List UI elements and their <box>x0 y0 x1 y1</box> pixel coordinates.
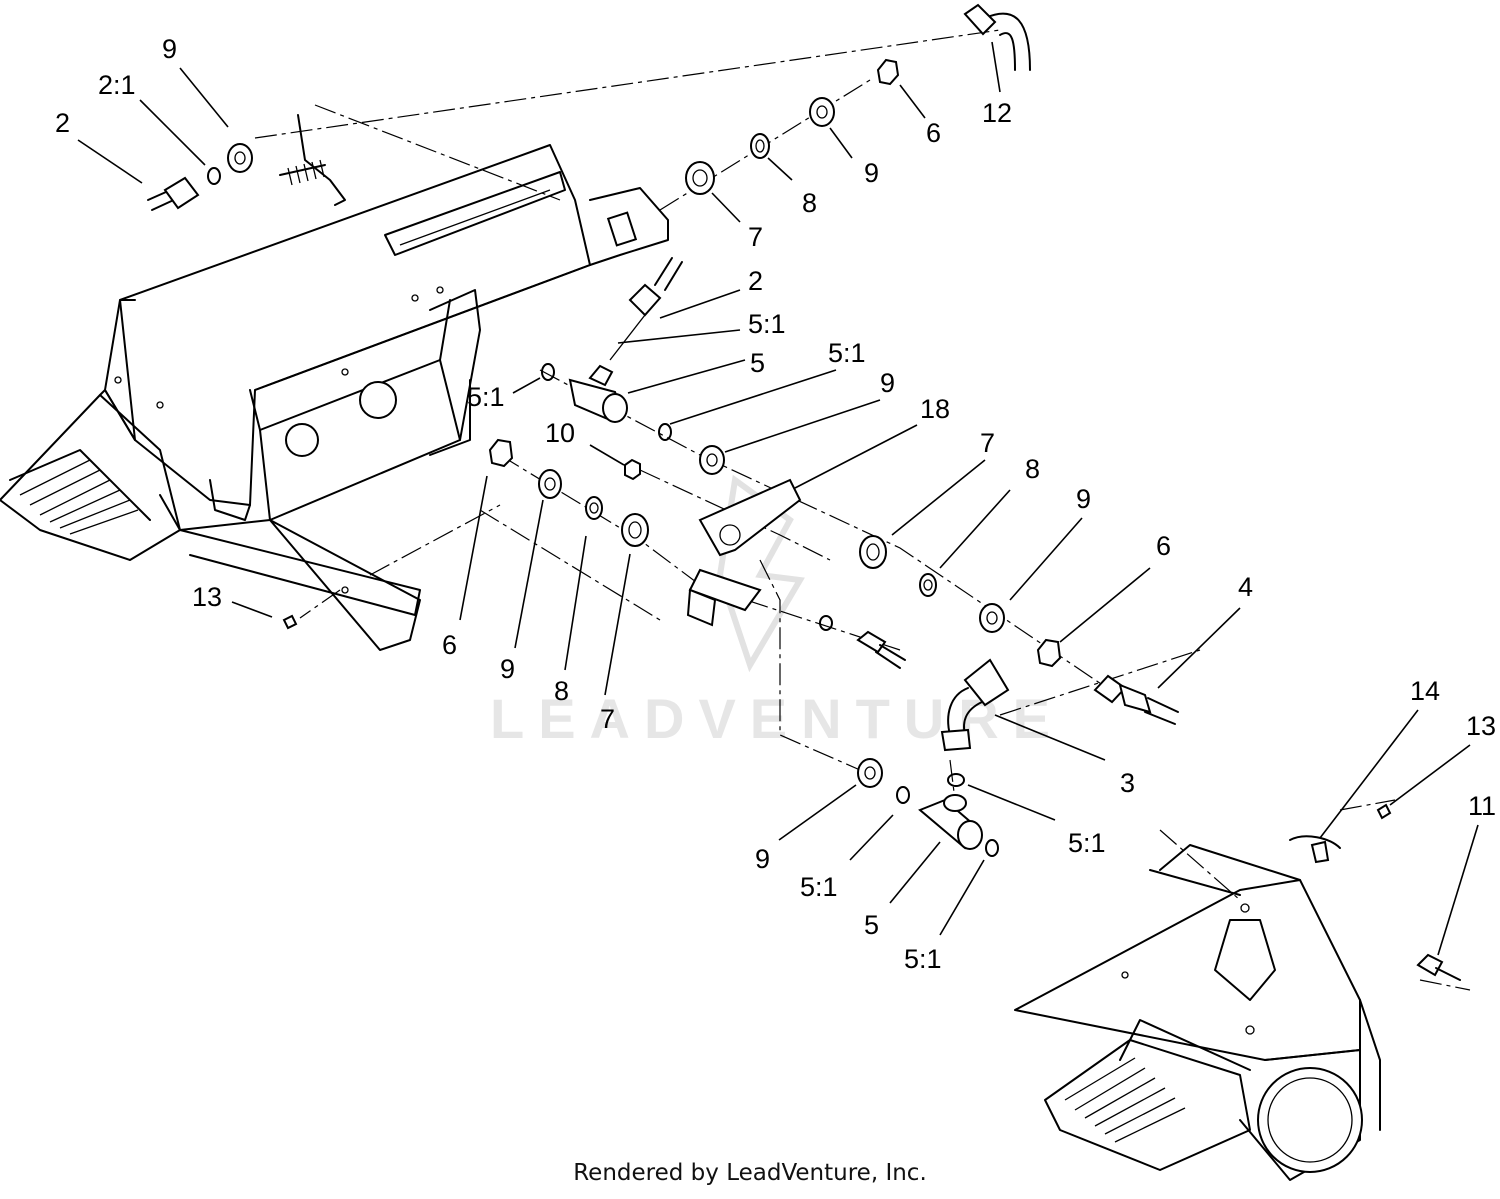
oring-5-1-left <box>541 363 555 381</box>
callout-label: 13 <box>192 582 222 612</box>
callout-label: 8 <box>554 676 569 706</box>
nut-part-10 <box>624 458 641 481</box>
bolt-part-11 <box>1416 953 1461 981</box>
oring-5-1-low-left <box>896 786 910 804</box>
nut-part-6-left <box>488 438 514 468</box>
bracket-part-18 <box>686 478 802 627</box>
callout-label: 9 <box>500 654 515 684</box>
tee-part-5-low <box>918 794 983 850</box>
callout-label: 5:1 <box>828 338 866 368</box>
callout-label: 12 <box>982 98 1012 128</box>
callout-label: 7 <box>980 428 995 458</box>
washer-9-right <box>979 603 1005 633</box>
callout-label: 5:1 <box>467 382 505 412</box>
ring-8-left <box>585 496 603 520</box>
nut-part-6-top <box>876 58 900 86</box>
bushing-7-upper <box>685 161 715 195</box>
right-frame <box>1014 844 1381 1181</box>
callout-label: 6 <box>926 118 941 148</box>
callout-label: 5:1 <box>748 309 786 339</box>
washer-9-left <box>538 469 562 499</box>
screw-part-13-right <box>1376 803 1392 820</box>
right-foot-step <box>1044 1019 1251 1171</box>
watermark-logo <box>716 474 805 673</box>
callout-label: 9 <box>1076 484 1091 514</box>
callout-label: 14 <box>1410 676 1440 706</box>
callout-label: 5 <box>750 348 765 378</box>
callout-label: 5:1 <box>800 872 838 902</box>
oring-small-center <box>819 615 833 631</box>
washer-9-top-left <box>227 143 253 173</box>
ring-8-right <box>919 573 937 597</box>
fitting-part-2-top-left <box>147 176 200 211</box>
fitting-small-center <box>856 630 906 669</box>
screw-part-13-left <box>282 614 298 630</box>
callout-label: 18 <box>920 394 950 424</box>
callout-label: 2 <box>55 108 70 138</box>
callout-label: 6 <box>1156 531 1171 561</box>
callout-label: 6 <box>442 630 457 660</box>
oring-2-1-top-left <box>207 167 221 185</box>
callout-label: 7 <box>600 704 615 734</box>
spring-clip <box>279 114 346 206</box>
callout-label: 5:1 <box>904 944 942 974</box>
washer-9-low <box>857 758 883 788</box>
oring-5-1-low-right <box>985 839 999 857</box>
bushing-7-right <box>859 535 887 569</box>
callout-label: 8 <box>802 188 817 218</box>
callout-label: 3 <box>1120 768 1135 798</box>
callout-labels: 9 2:1 2 12 6 9 8 7 2 5:1 5 5:1 5:1 9 18 … <box>55 34 1496 974</box>
left-strap <box>179 529 421 616</box>
callout-label: 2 <box>748 266 763 296</box>
fitting-part-2-mid <box>609 257 683 361</box>
washer-9-mid <box>699 445 725 475</box>
callout-label: 4 <box>1238 572 1253 602</box>
clamp-part-14 <box>1289 835 1341 864</box>
callout-label: 9 <box>864 158 879 188</box>
washer-9-upper <box>809 97 835 127</box>
callout-label: 9 <box>755 844 770 874</box>
callout-label: 13 <box>1466 711 1496 741</box>
callout-label: 11 <box>1468 791 1496 821</box>
callout-label: 10 <box>545 418 575 448</box>
bushing-7-left <box>621 513 649 547</box>
ring-8-upper <box>750 133 770 159</box>
nut-part-6-right <box>1036 638 1062 668</box>
callout-label: 5 <box>864 910 879 940</box>
main-frame <box>104 144 669 651</box>
left-foot-step <box>0 389 181 561</box>
callout-label: 7 <box>748 222 763 252</box>
callout-label: 8 <box>1025 454 1040 484</box>
callout-label: 9 <box>880 368 895 398</box>
tee-part-5-mid <box>568 364 628 423</box>
oring-5-1-mid <box>658 423 672 441</box>
callout-label: 9 <box>162 34 177 64</box>
oring-5-1-elbow <box>947 773 965 787</box>
hose-part-4 <box>1093 674 1179 725</box>
elbow-part-3 <box>940 658 1010 752</box>
credit-footer: Rendered by LeadVenture, Inc. <box>573 1160 927 1186</box>
callout-label: 2:1 <box>98 70 136 100</box>
hose-part-12 <box>963 3 1031 71</box>
leader-lines <box>77 41 1479 956</box>
callout-label: 5:1 <box>1068 828 1106 858</box>
